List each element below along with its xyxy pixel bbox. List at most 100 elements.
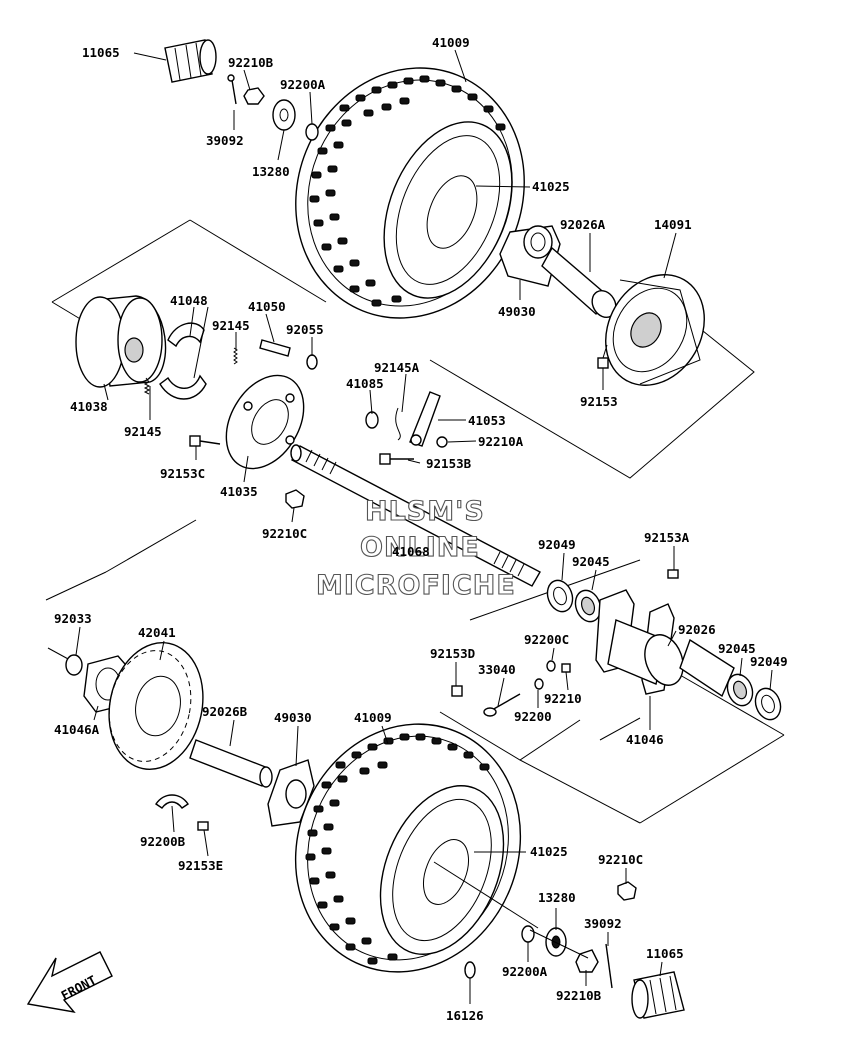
- label-11065-bot: 11065: [646, 946, 684, 961]
- label-41009-top: 41009: [432, 35, 470, 50]
- label-41035: 41035: [220, 484, 258, 499]
- label-92145-a: 92145: [212, 318, 250, 333]
- label-42041: 42041: [138, 625, 176, 640]
- drum-41038: [75, 295, 167, 388]
- bolt-92153B: [379, 453, 414, 465]
- label-92026B: 92026B: [202, 704, 248, 719]
- washer-13280-top: [272, 99, 296, 131]
- label-92200A-top: 92200A: [280, 77, 326, 92]
- label-92049-a: 92049: [538, 537, 576, 552]
- cap-11065-bot: [631, 971, 685, 1019]
- label-92200: 92200: [514, 709, 552, 724]
- watermark: HLSM'S ONLINE MICROFICHE: [315, 495, 516, 601]
- label-92210: 92210: [544, 691, 582, 706]
- washer-92200: [534, 678, 544, 690]
- label-92026: 92026: [678, 622, 716, 637]
- label-92045-b: 92045: [718, 641, 756, 656]
- part-labels: 11065 92210B 92200A 41009 39092 13280 41…: [54, 35, 788, 1023]
- label-92049-b: 92049: [750, 654, 788, 669]
- label-92153A: 92153A: [644, 530, 690, 545]
- nut-92210B-bot: [575, 949, 599, 973]
- front-arrow-icon: FRONT: [26, 951, 113, 1014]
- label-41025-top: 41025: [532, 179, 570, 194]
- seal-92049-a: [546, 579, 574, 613]
- label-92210A: 92210A: [478, 434, 524, 449]
- watermark-line-1: HLSM'S: [365, 496, 485, 527]
- pin-39092-bot: [605, 943, 613, 989]
- label-92055: 92055: [286, 322, 324, 337]
- label-11065-top: 11065: [82, 45, 120, 60]
- label-13280-bot: 13280: [538, 890, 576, 905]
- label-92153C: 92153C: [160, 466, 205, 481]
- label-92210B-top: 92210B: [228, 55, 274, 70]
- label-92145A: 92145A: [374, 360, 420, 375]
- bolt-92153C: [189, 435, 221, 447]
- nut-92210B-top: [243, 87, 265, 105]
- label-92210B-bot: 92210B: [556, 988, 602, 1003]
- nut-92210A: [436, 436, 448, 448]
- tire-top: [295, 67, 525, 319]
- label-14091: 14091: [654, 217, 692, 232]
- nut-92210: [561, 663, 571, 673]
- label-49030-top: 49030: [498, 304, 536, 319]
- ring-92033: [65, 654, 83, 676]
- sleeve-92026A: [541, 246, 617, 319]
- label-92200B: 92200B: [140, 834, 186, 849]
- label-92200C: 92200C: [524, 632, 569, 647]
- housing-41046: [595, 589, 684, 695]
- label-92153D: 92153D: [430, 646, 475, 661]
- label-92210C-bot: 92210C: [598, 852, 643, 867]
- spring-92145-a: [233, 347, 238, 365]
- label-41046A: 41046A: [54, 722, 100, 737]
- nut-92200C: [546, 660, 556, 672]
- nut-92210C-bot: [617, 881, 637, 901]
- cam-41050: [259, 339, 291, 357]
- label-41009-bot: 41009: [354, 710, 392, 725]
- bolt-92153A: [667, 569, 679, 579]
- sleeve-92026B: [189, 739, 273, 788]
- spring-92145-b: [143, 377, 151, 395]
- label-41050: 41050: [248, 299, 286, 314]
- drum-cover-14091: [605, 274, 705, 386]
- seal-92049-b: [754, 687, 782, 721]
- label-92200A-bot: 92200A: [502, 964, 548, 979]
- label-41048: 41048: [170, 293, 208, 308]
- sleeve-92026: [679, 638, 735, 698]
- label-92153B: 92153B: [426, 456, 472, 471]
- shoes-41048: [159, 322, 207, 400]
- lever-41053: [409, 391, 441, 447]
- bearing-92045-a: [574, 589, 602, 623]
- label-92153E: 92153E: [178, 858, 223, 873]
- label-92045-a: 92045: [572, 554, 610, 569]
- washer-92200A-top: [305, 123, 319, 141]
- label-41068: 41068: [392, 544, 430, 559]
- clip-92200B: [155, 794, 189, 809]
- tire-bot: [294, 723, 522, 973]
- washer-92055: [306, 354, 318, 370]
- label-41025-bot: 41025: [530, 844, 568, 859]
- axle-41068: [290, 444, 541, 587]
- label-39092-top: 39092: [206, 133, 244, 148]
- watermark-line-3: MICROFICHE: [316, 570, 516, 601]
- valve-16126: [464, 961, 476, 979]
- label-33040: 33040: [478, 662, 516, 677]
- bolt-33040: [483, 693, 521, 717]
- bolt-92153E: [197, 821, 209, 831]
- label-92153: 92153: [580, 394, 618, 409]
- label-16126: 16126: [446, 1008, 484, 1023]
- panel-41035: [225, 374, 305, 470]
- hub-49030-bot: [267, 759, 315, 827]
- label-13280-top: 13280: [252, 164, 290, 179]
- washer-92200A-bot: [521, 925, 535, 943]
- washer-41085: [365, 411, 379, 429]
- label-92033: 92033: [54, 611, 92, 626]
- watermark-line-2: ONLINE: [360, 532, 480, 563]
- label-92026A: 92026A: [560, 217, 606, 232]
- bearing-92045-b: [726, 673, 754, 707]
- label-41046: 41046: [626, 732, 664, 747]
- hub-top-49030: [499, 225, 561, 287]
- bolt-92153D: [451, 685, 463, 697]
- label-92210C-mid: 92210C: [262, 526, 307, 541]
- label-49030-bot: 49030: [274, 710, 312, 725]
